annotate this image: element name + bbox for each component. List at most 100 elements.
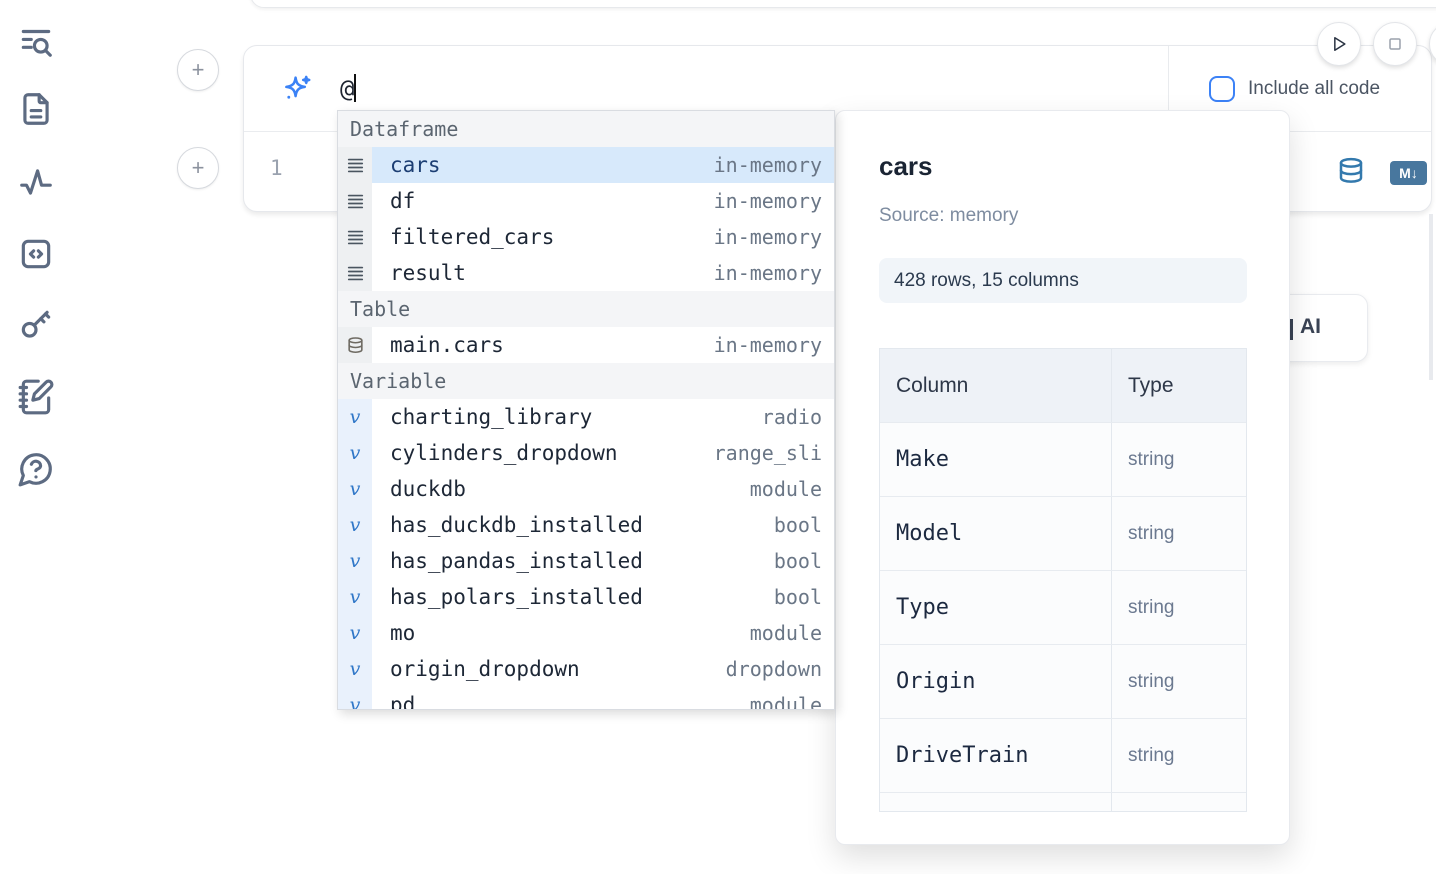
schema-row: Type string [880, 571, 1246, 645]
stop-cell-button[interactable] [1373, 22, 1417, 66]
autocomplete-section-header: Table [338, 291, 834, 327]
file-text-icon[interactable] [17, 90, 55, 128]
preview-shape-badge: 428 rows, 15 columns [879, 258, 1247, 303]
schema-column-name: Model [896, 521, 962, 546]
variable-icon: v [338, 579, 372, 615]
schema-column-type: string [1128, 745, 1174, 767]
item-detail: bool [774, 549, 834, 573]
notebook-pen-icon[interactable] [17, 378, 55, 416]
generate-with-ai-button[interactable]: AI [1278, 294, 1368, 362]
sidebar [0, 0, 72, 874]
schema-row: Make string [880, 423, 1246, 497]
scrollbar-track[interactable] [1429, 214, 1433, 380]
schema-column-type: string [1128, 671, 1174, 693]
item-name: cars [372, 153, 714, 177]
item-detail: module [750, 477, 834, 501]
variable-icon: v [338, 507, 372, 543]
schema-column-name: Make [896, 447, 949, 472]
activity-icon[interactable] [17, 163, 55, 201]
datasource-icon[interactable] [1336, 156, 1366, 186]
include-all-code-label: Include all code [1248, 78, 1380, 100]
schema-column-name: Type [896, 595, 949, 620]
schema-column-type: string [1128, 597, 1174, 619]
variable-icon: v [338, 471, 372, 507]
autocomplete-section-header: Dataframe [338, 111, 834, 147]
schema-column-name: DriveTrain [896, 743, 1028, 768]
item-detail: in-memory [714, 225, 834, 249]
variable-icon: v [338, 399, 372, 435]
item-name: pd [372, 693, 750, 710]
schema-row: Model string [880, 497, 1246, 571]
schema-column-type: string [1128, 449, 1174, 471]
run-cell-button[interactable] [1317, 22, 1361, 66]
item-detail: radio [762, 405, 834, 429]
database-icon [338, 327, 372, 363]
autocomplete-item[interactable]: filtered_cars in-memory [338, 219, 834, 255]
key-icon[interactable] [17, 306, 55, 344]
autocomplete-item[interactable]: v origin_dropdown dropdown [338, 651, 834, 687]
item-name: has_pandas_installed [372, 549, 774, 573]
schema-column-name: Origin [896, 669, 975, 694]
item-name: main.cars [372, 333, 714, 357]
help-circle-icon[interactable] [17, 450, 55, 488]
line-number: 1 [270, 156, 283, 180]
autocomplete-item[interactable]: v has_polars_installed bool [338, 579, 834, 615]
variable-icon: v [338, 651, 372, 687]
code-square-icon[interactable] [17, 235, 55, 273]
item-detail: dropdown [726, 657, 834, 681]
schema-row: DriveTrain string [880, 719, 1246, 793]
autocomplete-item[interactable]: cars in-memory [338, 147, 834, 183]
autocomplete-section-header: Variable [338, 363, 834, 399]
list-search-icon[interactable] [17, 22, 55, 60]
autocomplete-item[interactable]: v has_duckdb_installed bool [338, 507, 834, 543]
autocomplete-item[interactable]: v charting_library radio [338, 399, 834, 435]
item-detail: in-memory [714, 153, 834, 177]
autocomplete-item[interactable]: v duckdb module [338, 471, 834, 507]
item-detail: range_sli [714, 441, 834, 465]
item-detail: module [750, 621, 834, 645]
item-name: mo [372, 621, 750, 645]
variable-icon: v [338, 687, 372, 710]
schema-row: Origin string [880, 645, 1246, 719]
dataframe-icon [338, 183, 372, 219]
item-name: has_polars_installed [372, 585, 774, 609]
markdown-icon[interactable]: M↓ [1390, 161, 1427, 185]
item-name: duckdb [372, 477, 750, 501]
include-all-code-checkbox[interactable] [1209, 76, 1235, 102]
variable-icon: v [338, 543, 372, 579]
variable-icon: v [338, 615, 372, 651]
stop-icon [1385, 34, 1405, 54]
add-cell-button-bottom[interactable]: + [177, 147, 219, 189]
item-name: filtered_cars [372, 225, 714, 249]
autocomplete-item[interactable]: df in-memory [338, 183, 834, 219]
dataframe-icon [338, 255, 372, 291]
schema-row [880, 793, 1246, 812]
item-detail: in-memory [714, 189, 834, 213]
ai-prompt-input[interactable]: @ [340, 74, 356, 103]
preview-title: cars [879, 151, 933, 182]
play-icon [1329, 34, 1349, 54]
variable-icon: v [338, 435, 372, 471]
autocomplete-item[interactable]: v has_pandas_installed bool [338, 543, 834, 579]
item-name: result [372, 261, 714, 285]
preview-source: Source: memory [879, 205, 1018, 227]
item-name: charting_library [372, 405, 762, 429]
autocomplete-item[interactable]: main.cars in-memory [338, 327, 834, 363]
item-detail: bool [774, 585, 834, 609]
autocomplete-item[interactable]: v pd module [338, 687, 834, 710]
preview-schema-table: Column Type Make string Model string Typ… [879, 348, 1247, 812]
item-name: cylinders_dropdown [372, 441, 714, 465]
add-cell-button-top[interactable]: + [177, 49, 219, 91]
dataframe-preview-panel: cars Source: memory 428 rows, 15 columns… [835, 110, 1290, 845]
schema-header-type: Type [1112, 349, 1246, 422]
schema-header-row: Column Type [880, 349, 1246, 423]
item-detail: in-memory [714, 261, 834, 285]
schema-column-type: string [1128, 523, 1174, 545]
autocomplete-item[interactable]: v mo module [338, 615, 834, 651]
sparkles-icon [280, 72, 314, 106]
autocomplete-item[interactable]: result in-memory [338, 255, 834, 291]
previous-cell-edge [250, 0, 1436, 8]
dataframe-icon [338, 147, 372, 183]
ai-button-label: AI [1300, 315, 1321, 339]
autocomplete-item[interactable]: v cylinders_dropdown range_sli [338, 435, 834, 471]
